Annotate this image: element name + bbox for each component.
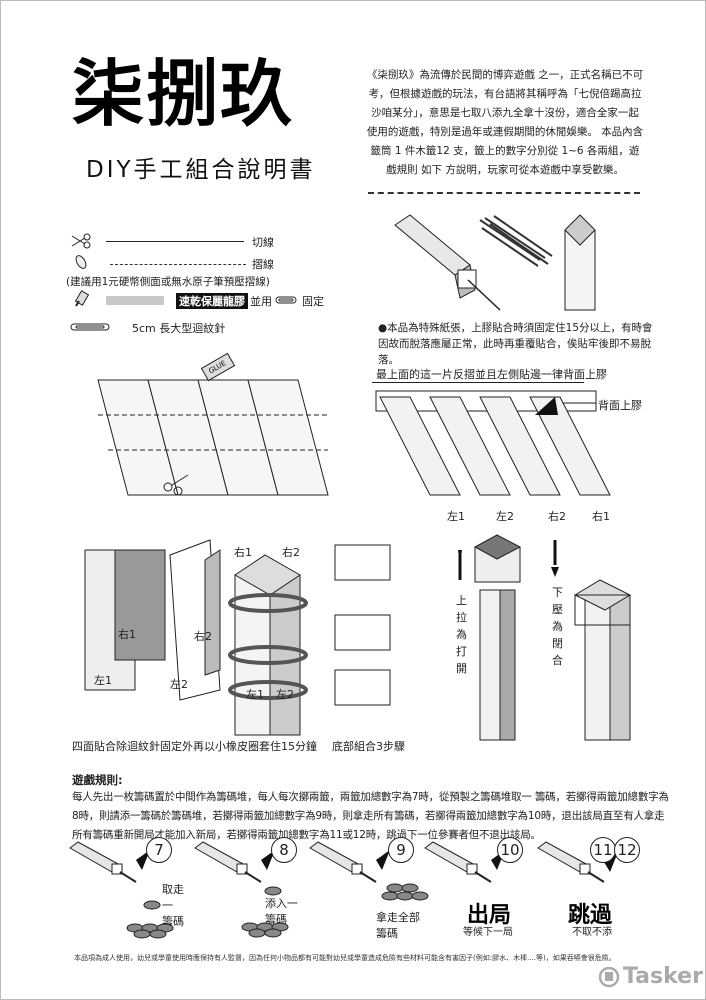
strip-label-r1: 右1 — [592, 510, 610, 523]
watermark-text: Tasker — [623, 964, 703, 989]
assembly-label-l1: 左1 — [94, 674, 112, 687]
watermark: Tasker — [598, 964, 703, 989]
cut-line-sample — [106, 241, 244, 242]
intro-paragraph: 《柒捌玖》為流傳於民間的博弈遊戲 之一，正式名稱已不可考，但根據遊戲的玩法，有台… — [366, 69, 644, 176]
number-circle: 7 — [146, 837, 172, 863]
clip-label: 5cm 長大型迴紋針 — [132, 322, 226, 335]
glue-and: 並用 — [250, 295, 272, 308]
bottom-caption: 底部組合3步驟 — [332, 740, 405, 753]
divider — [368, 192, 640, 194]
column-label-r2: 右2 — [282, 546, 300, 559]
glue-strips-illustration — [375, 390, 611, 496]
scissors-icon — [71, 233, 91, 249]
outcome-10: 10 出局 等候下一局 — [424, 835, 535, 940]
strip-label-l2: 左2 — [496, 510, 514, 523]
outcomes-row: 7 取走一 籌碼 8 添入一 籌碼 9 拿走全部 籌碼 10 出局 等候下一局 … — [69, 835, 670, 940]
number-circle: 12 — [614, 837, 640, 863]
outcome-8: 8 添入一 籌碼 — [194, 835, 310, 940]
pull-up-label: 上拉為打開 — [456, 594, 467, 675]
glue-badge: 速乾保麗龍膠 — [176, 293, 248, 309]
number-circle: 8 — [271, 837, 297, 863]
safety-footer: 本品項為成人使用，幼兒或學童使用時應保持有人監督，因為任何小物品都有可能對幼兒或… — [74, 954, 616, 962]
outcome-9: 9 拿走全部 籌碼 — [309, 835, 430, 940]
fold-line-sample — [110, 264, 246, 265]
glue-area-sample — [106, 296, 164, 305]
assembly-label-r2: 右2 — [194, 630, 212, 643]
number-circle: 11 — [590, 837, 616, 863]
page-title: 柒捌玖 — [72, 52, 295, 136]
assembly-label-r1: 右1 — [118, 628, 136, 641]
number-circle: 9 — [388, 837, 414, 863]
assembly-caption: 四面貼合除迴紋針固定外再以小橡皮圈套住15分鐘 — [72, 740, 317, 753]
assembly-label-l2: 左2 — [170, 678, 188, 691]
outcome-big: 跳過 — [568, 903, 613, 928]
instruction-underline — [372, 382, 584, 383]
glue-fix: 固定 — [302, 295, 324, 308]
fold-tip: (建議用1元硬幣側面或無水原子筆預壓摺線) — [66, 276, 270, 288]
paperclip-icon — [70, 323, 110, 331]
assembly-illustration — [84, 539, 391, 736]
page-subtitle: DIY手工組合說明書 — [86, 157, 316, 183]
chips-icon — [126, 900, 174, 939]
cut-line-label: 切線 — [252, 236, 274, 249]
fold-strips-illustration: GLUE — [97, 352, 329, 496]
tube-and-sticks-illustration — [394, 214, 596, 311]
back-glue-label: 背面上膠 — [598, 399, 642, 412]
rules-text: 每人先出一枚籌碼置於中間作為籌碼堆，每人每次擲兩籤，兩籤加總數字為7時，從預製之… — [72, 791, 669, 841]
column-label-l2: 左2 — [276, 688, 294, 701]
outcome-label: 等候下一局 — [463, 927, 513, 938]
strip-label-l1: 左1 — [447, 510, 465, 523]
outcome-11-12: 11 12 跳過 不取不添 — [537, 835, 658, 940]
rules-title: 遊戲規則: — [72, 773, 123, 787]
coin-icon — [75, 255, 87, 269]
outcome-label: 不取不添 — [572, 927, 612, 938]
column-label-r1: 右1 — [234, 546, 252, 559]
fold-line-label: 摺線 — [252, 258, 274, 271]
strip-label-r2: 右2 — [548, 510, 566, 523]
glue-bottle-icon — [74, 290, 90, 307]
top-fold-instruction: 最上面的這一片反摺並且左側貼邊一律背面上膠 — [376, 368, 607, 381]
paperclip-icon — [275, 296, 297, 304]
number-circle: 10 — [497, 837, 523, 863]
chips-icon — [241, 886, 289, 938]
legend: 切線 摺線 (建議用1元硬幣側面或無水原子筆預壓摺線) 速乾保麗龍膠 並用 固定… — [66, 232, 370, 335]
push-down-label: 下壓為閉合 — [552, 586, 563, 667]
column-label-l1: 左1 — [246, 688, 264, 701]
tasker-logo-icon — [598, 966, 620, 987]
outcome-big: 出局 — [467, 903, 512, 928]
open-close-illustration — [458, 534, 632, 741]
chips-icon — [381, 883, 429, 901]
tube-icon — [537, 841, 618, 883]
outcome-7: 7 取走一 籌碼 — [69, 835, 185, 940]
paper-note: ●本品為特殊紙張，上膠貼合時須固定住15分以上，有時會因故而脫落應屬正常，此時再… — [378, 322, 653, 366]
tube-icon — [309, 841, 390, 883]
scissors-icon — [163, 474, 189, 496]
outcome-label: 取走一 籌碼 — [162, 883, 184, 928]
outcome-label: 拿走全部 籌碼 — [376, 911, 420, 940]
